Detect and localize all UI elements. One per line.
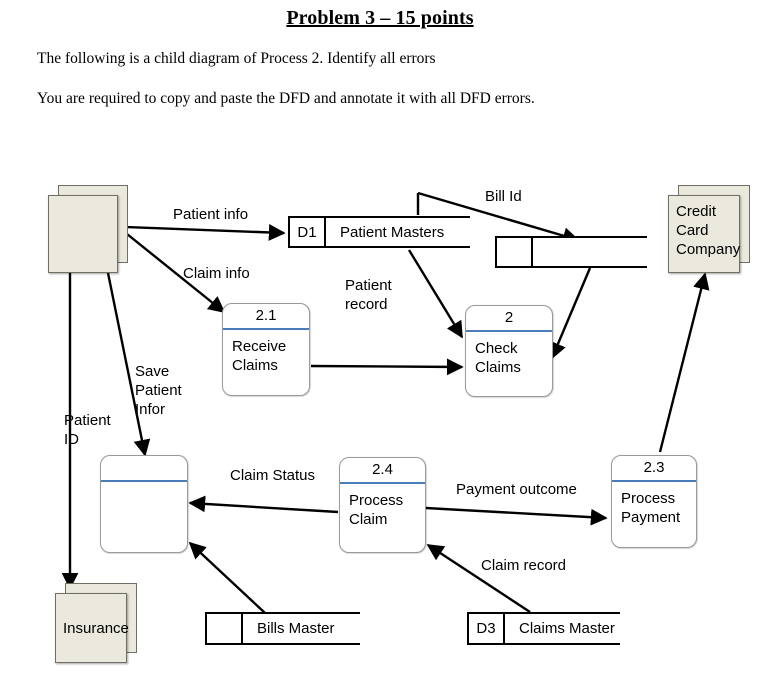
flow-label-line-2: Patient: [135, 382, 182, 399]
process-name-line-1: Process: [349, 492, 404, 509]
datastore-d3-name: Claims Master: [519, 620, 615, 637]
connector-store-to-check: [550, 267, 592, 360]
process-name-line-1: Receive: [232, 338, 287, 355]
process-2-3-number: 2.3: [612, 456, 696, 482]
flow-label-line-1: Patient: [64, 412, 111, 429]
process-blank-name: [101, 482, 187, 489]
datastore-d1[interactable]: D1 Patient Masters: [288, 216, 470, 248]
connector-to-credit-card-company: [658, 272, 710, 453]
connector-bill-id: [417, 191, 580, 244]
connector-patient-record: [407, 249, 464, 339]
connector-payment-outcome: [425, 506, 608, 526]
flow-label-claim-record: Claim record: [481, 557, 567, 574]
instruction-line-2: You are required to copy and paste the D…: [37, 90, 535, 107]
datastore-d1-code: D1: [288, 218, 326, 246]
flow-label-claim-info: Claim info: [183, 265, 250, 282]
datastore-unlabeled-code: [495, 238, 533, 266]
connector-claim-info: [126, 233, 226, 314]
connector-claim-status: [188, 495, 339, 514]
process-2-number: 2: [466, 306, 552, 332]
process-2-3[interactable]: 2.3 Process Payment: [611, 455, 697, 548]
datastore-unlabeled-name: [533, 238, 547, 266]
process-name-line-1: Process: [621, 490, 676, 507]
process-2[interactable]: 2 Check Claims: [465, 305, 553, 397]
flow-label-payment-outcome: Payment outcome: [456, 481, 577, 498]
process-name-line-2: Claims: [232, 357, 278, 374]
connector-patient-info: [124, 224, 286, 241]
datastore-d1-name: Patient Masters: [340, 223, 445, 241]
process-2-4-name: Process Claim: [340, 484, 425, 529]
flow-label-patient-record: Patient record: [345, 276, 392, 314]
process-name-line-2: Claim: [349, 511, 388, 528]
process-2-3-name: Process Payment: [612, 482, 696, 527]
entity-insurance-label: Insurance: [63, 619, 129, 637]
process-name-line-1: Check: [475, 340, 518, 357]
flow-label-save-patient-infor: Save Patient Infor: [135, 362, 182, 419]
entity-label-line-3: Company: [676, 241, 741, 258]
process-blank[interactable]: [100, 455, 188, 553]
process-2-4[interactable]: 2.4 Process Claim: [339, 457, 426, 553]
process-2-1-number: 2.1: [223, 304, 309, 330]
flow-label-patient-id: Patient ID: [64, 411, 111, 449]
process-2-1-name: Receive Claims: [223, 330, 309, 375]
connector-claim-record: [426, 543, 531, 614]
datastore-d3[interactable]: D3 Claims Master: [467, 612, 620, 645]
datastore-bills-master[interactable]: Bills Master: [205, 612, 360, 645]
datastore-bills-master-code: [205, 614, 243, 643]
entity-credit-card-company-label: Credit Card Company: [668, 195, 740, 273]
flow-label-bill-id: Bill Id: [485, 188, 522, 205]
process-2-1[interactable]: 2.1 Receive Claims: [222, 303, 310, 396]
flow-label-line-1: Patient: [345, 277, 392, 294]
process-2-name: Check Claims: [466, 332, 552, 377]
entity-label-line-2: Card: [676, 222, 709, 239]
process-name-line-2: Payment: [621, 509, 681, 526]
flow-label-line-1: Save: [135, 363, 170, 380]
datastore-unlabeled[interactable]: [495, 236, 647, 268]
entity-sheet-front: [668, 195, 740, 273]
connector-receive-to-check: [310, 358, 464, 376]
entity-sheet-front: [55, 593, 127, 663]
instruction-line-1: The following is a child diagram of Proc…: [37, 50, 436, 67]
document-header: Problem 3 – 15 points The following is a…: [0, 0, 760, 107]
process-2-4-number: 2.4: [340, 458, 425, 484]
flow-label-patient-info: Patient info: [173, 206, 249, 223]
entity-blank[interactable]: [48, 185, 128, 273]
flow-label-claim-status: Claim Status: [230, 467, 316, 484]
page-title: Problem 3 – 15 points: [286, 7, 474, 29]
entity-label-line-1: Credit: [676, 203, 717, 220]
entity-blank-label: [48, 195, 118, 273]
datastore-d3-code: D3: [467, 614, 505, 643]
datastore-bills-master-name: Bills Master: [257, 620, 335, 637]
flow-label-line-2: record: [345, 296, 388, 313]
flow-label-line-3: Infor: [135, 401, 166, 418]
entity-insurance[interactable]: Insurance: [55, 583, 137, 663]
process-blank-number: [101, 456, 187, 482]
connector-save-patient-infor: [106, 272, 151, 457]
entity-credit-card-company[interactable]: Credit Card Company: [668, 185, 750, 273]
connector-bills-master-to-process: [188, 541, 266, 614]
process-name-line-2: Claims: [475, 359, 521, 376]
flow-label-line-2: ID: [64, 431, 79, 448]
entity-sheet-front: [48, 195, 118, 273]
